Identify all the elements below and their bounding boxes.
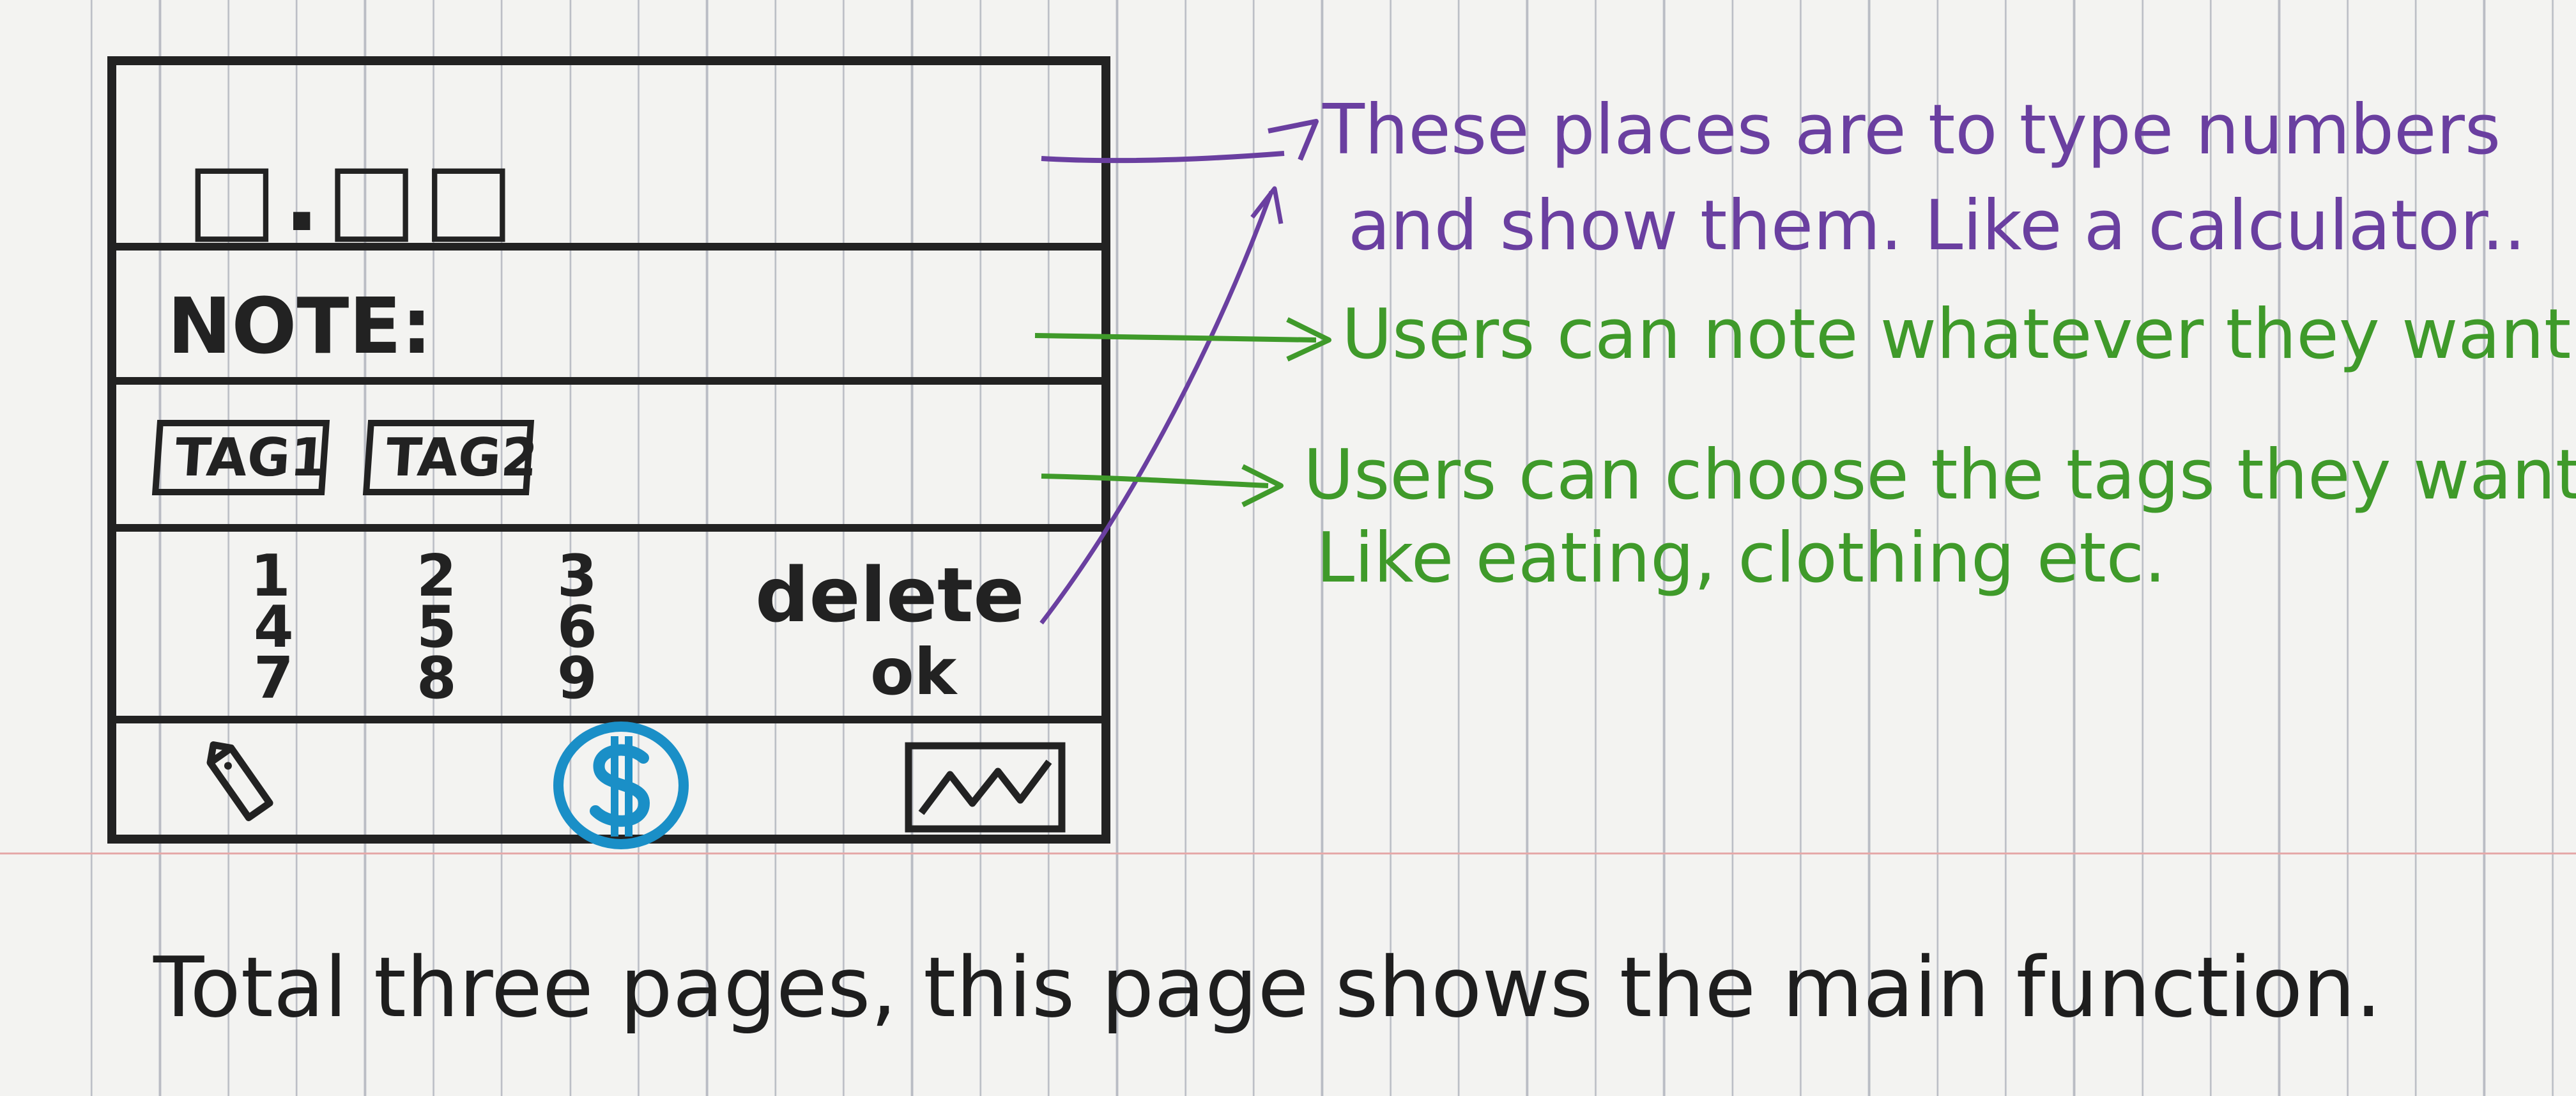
ok-button[interactable]: ok [870, 635, 957, 709]
tag-chip-2[interactable]: TAG2 [362, 420, 540, 495]
key-3[interactable]: 3 [557, 543, 597, 610]
key-8[interactable]: 8 [417, 645, 457, 712]
tag-chip-1[interactable]: TAG1 [151, 420, 330, 495]
notebook-margin-line [0, 853, 2576, 854]
amount-display-section: □.□□ [116, 65, 1101, 253]
note-field[interactable]: NOTE: [167, 282, 433, 371]
tags-section: TAG1 TAG2 [116, 385, 1101, 532]
key-4[interactable]: 4 [254, 594, 294, 661]
footer-note: Total three pages, this page shows the m… [153, 939, 2382, 1036]
amount-display[interactable]: □.□□ [187, 142, 521, 253]
app-wireframe: □.□□ NOTE: TAG1 TAG2 1 4 7 2 5 8 3 6 9 d… [107, 56, 1110, 849]
key-9[interactable]: 9 [557, 645, 597, 712]
key-1[interactable]: 1 [250, 543, 291, 610]
key-5[interactable]: 5 [417, 594, 457, 661]
keypad-section: 1 4 7 2 5 8 3 6 9 delete ok [116, 532, 1101, 723]
note-annotation: Users can note whatever they want [1342, 295, 2572, 374]
dollar-coin-icon[interactable] [551, 718, 691, 853]
bottom-nav [116, 722, 1101, 849]
line-chart-icon[interactable] [902, 739, 1068, 835]
tags-arrowhead [1241, 464, 1284, 507]
key-2[interactable]: 2 [417, 543, 457, 610]
display-annotation-line1: These places are to type numbers [1322, 90, 2501, 170]
tags-annotation-line2: Like eating, clothing etc. [1316, 518, 2166, 598]
delete-button[interactable]: delete [755, 551, 1025, 639]
key-7[interactable]: 7 [254, 645, 294, 712]
key-6[interactable]: 6 [557, 594, 597, 661]
display-arrowhead [1268, 119, 1319, 161]
tags-annotation-line1: Users can choose the tags they want [1303, 435, 2576, 515]
keypad-arrowhead [1250, 186, 1284, 224]
display-annotation-line2: and show them. Like a calculator.. [1348, 186, 2526, 266]
tag-icon[interactable] [193, 736, 289, 832]
note-arrowhead [1286, 317, 1331, 362]
note-section: NOTE: [116, 251, 1101, 385]
